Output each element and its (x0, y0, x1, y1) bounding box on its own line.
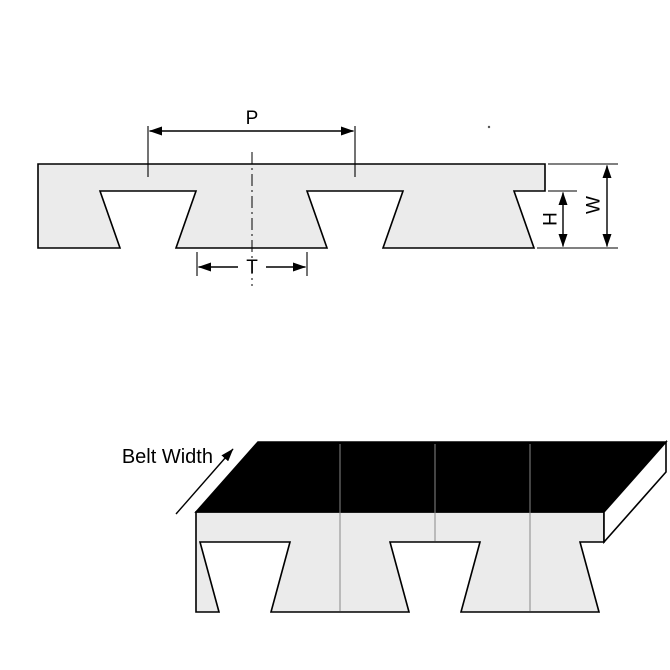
pitch-label: P (246, 108, 259, 129)
tooth-width-label: T (246, 257, 258, 278)
belt-3d-end-face (603, 439, 667, 545)
belt-profile-shape (37, 163, 546, 249)
belt-width-arrow (175, 448, 234, 515)
belt-3d-view: Belt Width (122, 439, 668, 613)
height-label: H (541, 212, 562, 226)
belt-3d-front-face (195, 511, 605, 613)
belt-3d-top-face (194, 441, 668, 513)
stray-mark (487, 125, 491, 129)
belt-cross-section: P T H W (37, 108, 618, 286)
belt-width-label: Belt Width (122, 446, 213, 468)
thickness-label: W (584, 196, 605, 214)
